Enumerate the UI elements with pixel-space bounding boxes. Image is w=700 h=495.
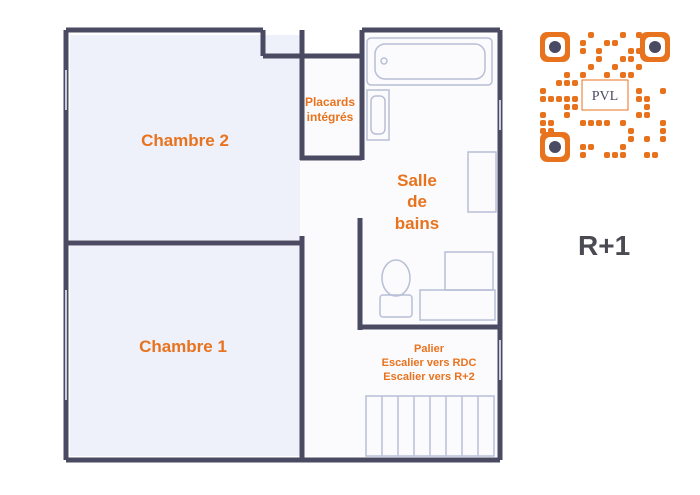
qr-module	[596, 48, 602, 54]
bathtub	[366, 37, 493, 86]
qr-module	[572, 96, 578, 102]
qr-module	[564, 96, 570, 102]
qr-module	[644, 104, 650, 110]
qr-module	[620, 144, 626, 150]
qr-module	[540, 96, 546, 102]
qr-module	[564, 112, 570, 118]
palier-floor	[300, 60, 360, 456]
qr-module	[604, 40, 610, 46]
qr-module	[636, 96, 642, 102]
qr-module	[636, 48, 642, 54]
chambre-2-floor	[70, 35, 300, 240]
qr-module	[620, 32, 626, 38]
room-label-chambre-2: Chambre 2	[141, 131, 229, 150]
room-label-chambre-1: Chambre 1	[139, 337, 227, 356]
qr-module	[580, 48, 586, 54]
qr-module	[620, 152, 626, 158]
qr-module	[644, 112, 650, 118]
room-label-placards: Placards intégrés	[304, 95, 356, 124]
qr-module	[556, 80, 562, 86]
qr-module	[580, 40, 586, 46]
toilet	[379, 259, 413, 318]
qr-module	[564, 104, 570, 110]
qr-module	[644, 152, 650, 158]
qr-code-icon: PVL	[540, 32, 670, 162]
qr-module	[580, 72, 586, 78]
washbasin-unit	[419, 251, 496, 321]
qr-module	[540, 88, 546, 94]
qr-module	[572, 80, 578, 86]
qr-module	[564, 72, 570, 78]
shower	[467, 151, 497, 213]
qr-module	[596, 56, 602, 62]
windows	[65, 70, 501, 400]
qr-module	[628, 56, 634, 62]
sink	[366, 89, 390, 141]
qr-module	[612, 40, 618, 46]
qr-module	[548, 120, 554, 126]
qr-module	[548, 96, 554, 102]
qr-module	[620, 56, 626, 62]
salle-de-bains-floor	[360, 35, 500, 327]
qr-module	[580, 144, 586, 150]
qr-module	[644, 136, 650, 142]
qr-module	[628, 136, 634, 142]
qr-module	[540, 120, 546, 126]
qr-module	[572, 104, 578, 110]
qr-module	[652, 152, 658, 158]
qr-module	[588, 144, 594, 150]
logo-text: PVL	[592, 89, 618, 104]
qr-module	[612, 152, 618, 158]
qr-module	[660, 136, 666, 142]
qr-module	[636, 112, 642, 118]
qr-module	[540, 112, 546, 118]
qr-module	[636, 32, 642, 38]
inner-walls	[66, 30, 500, 460]
qr-module	[644, 96, 650, 102]
room-label-palier: Palier Escalier vers RDC Escalier vers R…	[381, 343, 477, 383]
qr-module	[660, 120, 666, 126]
qr-module	[588, 32, 594, 38]
qr-module	[564, 80, 570, 86]
level-label: R+1	[578, 230, 631, 261]
qr-module	[660, 88, 666, 94]
qr-module	[596, 120, 602, 126]
qr-module	[548, 128, 554, 134]
qr-module	[588, 64, 594, 70]
qr-module	[556, 96, 562, 102]
qr-module	[588, 120, 594, 126]
chambre-1-floor	[70, 246, 300, 456]
qr-module	[628, 72, 634, 78]
qr-module	[612, 64, 618, 70]
qr-module	[604, 120, 610, 126]
qr-module	[604, 72, 610, 78]
qr-module	[620, 120, 626, 126]
qr-module	[628, 48, 634, 54]
room-label-salle-de-bains: Salle de bains	[394, 171, 440, 233]
qr-module	[540, 128, 546, 134]
staircase	[365, 395, 495, 457]
qr-module	[628, 128, 634, 134]
qr-module	[620, 72, 626, 78]
qr-module	[636, 64, 642, 70]
qr-module	[580, 152, 586, 158]
qr-module	[580, 120, 586, 126]
qr-module	[660, 128, 666, 134]
qr-module	[604, 152, 610, 158]
qr-module	[636, 88, 642, 94]
